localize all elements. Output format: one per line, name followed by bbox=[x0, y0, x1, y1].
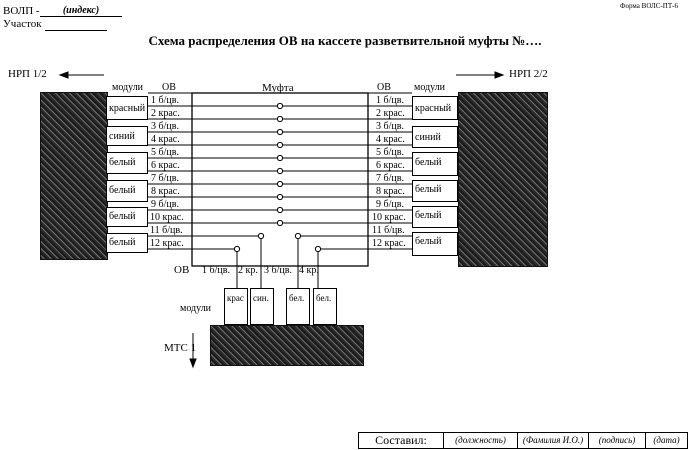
right-cable-block bbox=[458, 92, 548, 267]
left-module-3: белый bbox=[106, 152, 148, 174]
right-fiber-6: 6 крас. bbox=[376, 160, 405, 171]
section-label: Участок bbox=[3, 18, 42, 30]
signature-table: Составил: (должность) (Фамилия И.О.) (по… bbox=[358, 432, 688, 449]
left-direction-label: НРП 1/2 bbox=[8, 68, 47, 80]
left-cable-block bbox=[40, 92, 108, 260]
section-value-line bbox=[45, 18, 107, 31]
left-module-2: синий bbox=[106, 126, 148, 146]
left-fiber-10: 10 крас. bbox=[150, 212, 184, 223]
volp-label: ВОЛП - bbox=[3, 5, 40, 17]
left-fiber-12: 12 крас. bbox=[150, 238, 184, 249]
position-field[interactable]: (должность) bbox=[455, 435, 506, 445]
right-fiber-4: 4 крас. bbox=[376, 134, 405, 145]
right-fiber-12: 12 крас. bbox=[372, 238, 406, 249]
volp-index: (индекс) bbox=[40, 5, 122, 17]
left-module-5: белый bbox=[106, 207, 148, 227]
left-fiber-4: 4 крас. bbox=[151, 134, 180, 145]
left-module-1: красный bbox=[106, 96, 148, 120]
right-module-4: белый bbox=[412, 180, 458, 202]
name-field[interactable]: (Фамилия И.О.) bbox=[522, 435, 584, 445]
left-arrow bbox=[58, 71, 104, 79]
right-module-5: белый bbox=[412, 206, 458, 228]
bottom-fiber-3: 3 б/цв. bbox=[264, 265, 292, 276]
right-fiber-9: 9 б/цв. bbox=[376, 199, 404, 210]
left-module-4: белый bbox=[106, 180, 148, 202]
bottom-fiber-2: 2 кр. bbox=[238, 265, 258, 276]
right-direction-label: НРП 2/2 bbox=[509, 68, 548, 80]
coupling-label: Муфта bbox=[262, 82, 294, 94]
bottom-modules-header: модули bbox=[180, 303, 212, 314]
right-module-2: синий bbox=[412, 126, 458, 148]
right-module-3: белый bbox=[412, 152, 458, 176]
bottom-cable-block bbox=[210, 325, 364, 366]
left-modules-header: модули bbox=[112, 82, 144, 93]
right-fiber-2: 2 крас. bbox=[376, 108, 405, 119]
right-arrow bbox=[456, 71, 505, 79]
right-module-1: красный bbox=[412, 96, 458, 120]
compiled-label: Составил: bbox=[375, 433, 427, 447]
down-arrow bbox=[189, 333, 197, 369]
form-label: Форма ВОЛС-ПТ-6 bbox=[620, 2, 678, 10]
right-fiber-8: 8 крас. bbox=[376, 186, 405, 197]
right-fiber-11: 11 б/цв. bbox=[372, 225, 405, 236]
right-modules-header: модули bbox=[414, 82, 446, 93]
right-module-6: белый bbox=[412, 232, 458, 256]
bottom-module-4: бел. bbox=[313, 288, 337, 325]
right-fiber-10: 10 крас. bbox=[372, 212, 406, 223]
left-fiber-11: 11 б/цв. bbox=[150, 225, 183, 236]
bottom-module-1: крас bbox=[224, 288, 248, 325]
left-fiber-3: 3 б/цв. bbox=[151, 121, 179, 132]
left-fiber-8: 8 крас. bbox=[151, 186, 180, 197]
bottom-fiber-4: 4 кр. bbox=[299, 265, 319, 276]
left-fiber-5: 5 б/цв. bbox=[151, 147, 179, 158]
bottom-module-2: син. bbox=[250, 288, 274, 325]
right-fiber-7: 7 б/цв. bbox=[376, 173, 404, 184]
left-module-6: белый bbox=[106, 233, 148, 253]
left-ov-header: ОВ bbox=[162, 82, 176, 93]
right-ov-header: ОВ bbox=[377, 82, 391, 93]
left-fiber-6: 6 крас. bbox=[151, 160, 180, 171]
bottom-module-3: бел. bbox=[286, 288, 310, 325]
bottom-fiber-1: 1 б/цв. bbox=[202, 265, 230, 276]
left-fiber-1: 1 б/цв. bbox=[151, 95, 179, 106]
date-field[interactable]: (дата) bbox=[653, 435, 680, 445]
right-fiber-1: 1 б/цв. bbox=[376, 95, 404, 106]
left-fiber-9: 9 б/цв. bbox=[151, 199, 179, 210]
bottom-direction-label: МТС 1 bbox=[164, 342, 197, 354]
bottom-ov-header: ОВ bbox=[174, 264, 190, 276]
page-title: Схема распределения ОВ на кассете развет… bbox=[148, 33, 542, 48]
left-fiber-7: 7 б/цв. bbox=[151, 173, 179, 184]
left-fiber-2: 2 крас. bbox=[151, 108, 180, 119]
right-fiber-3: 3 б/цв. bbox=[376, 121, 404, 132]
right-fiber-5: 5 б/цв. bbox=[376, 147, 404, 158]
signature-field[interactable]: (подпись) bbox=[598, 435, 636, 445]
